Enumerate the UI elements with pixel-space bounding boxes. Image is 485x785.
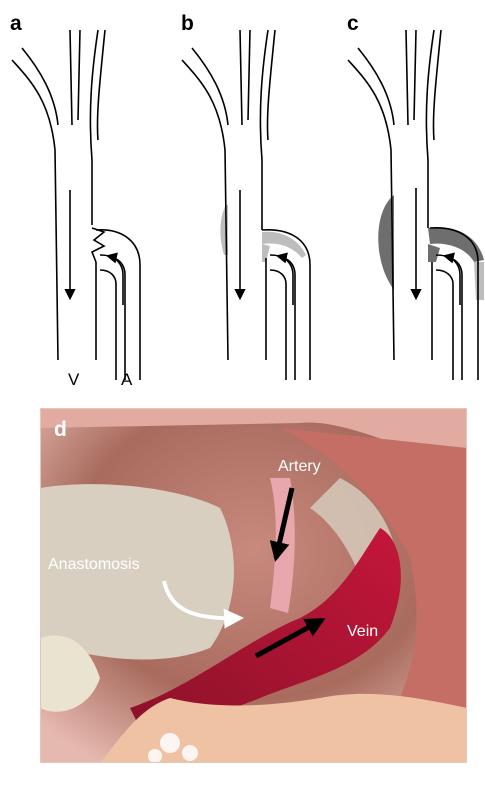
photo-label-artery: Artery [278,458,321,476]
panel-b-diagram [182,0,425,380]
vein-label: V [68,370,79,390]
photo-label-vein: Vein [347,623,378,641]
surgical-photo [40,408,467,763]
panel-c-diagram [348,30,484,380]
panel-a-diagram [12,30,140,380]
artery-label: A [121,370,132,390]
panel-letter-d: d [54,418,67,442]
vessel-schematics [0,0,485,400]
photo-label-anastomosis: Anastomosis [48,556,140,574]
